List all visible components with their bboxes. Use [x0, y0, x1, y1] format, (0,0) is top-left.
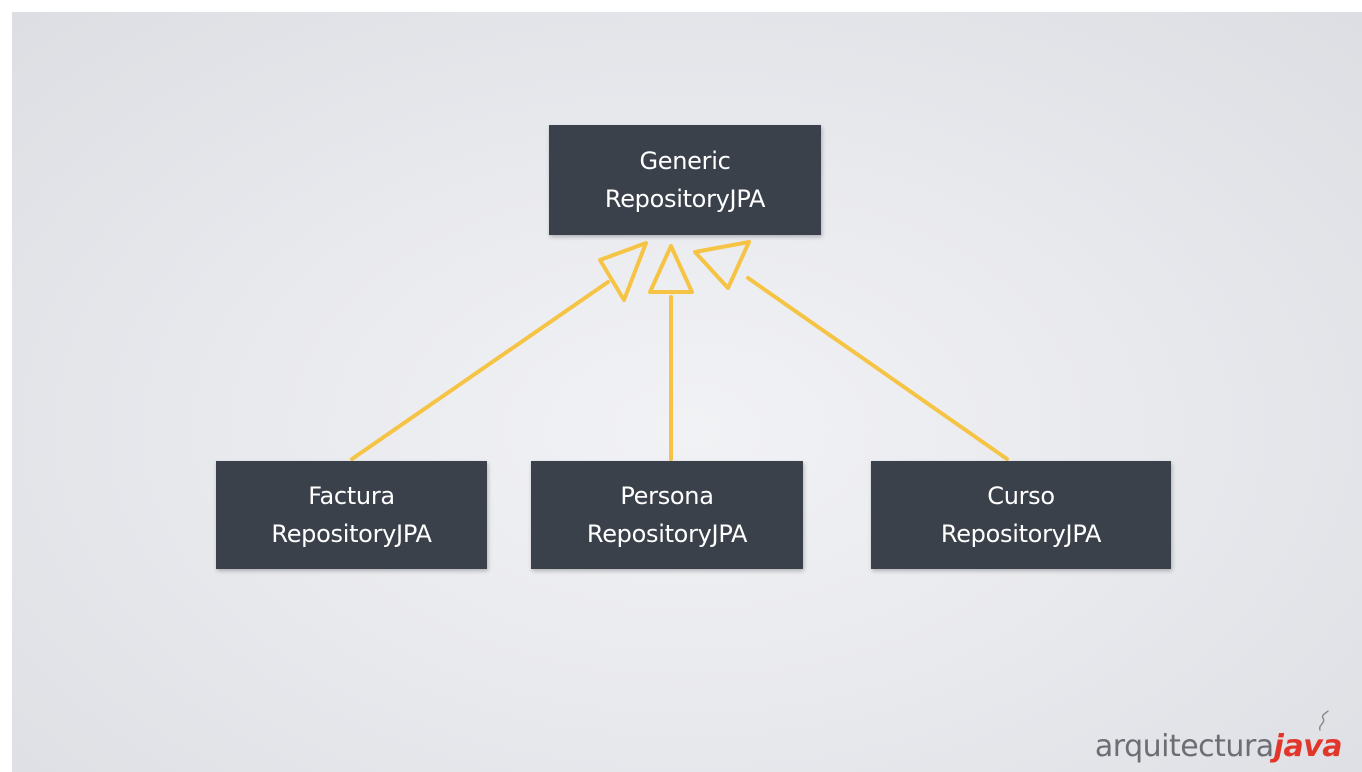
generic-repository-line1: Generic [639, 147, 731, 175]
persona-repository-box: Persona RepositoryJPA [531, 461, 803, 569]
logo-text-java: java [1273, 729, 1343, 764]
inheritance-connectors [350, 240, 1009, 461]
factura-repository-line1: Factura [308, 482, 395, 510]
arquitectura-java-logo: arquitecturajava [1094, 729, 1343, 764]
arrowhead-curso [693, 240, 751, 290]
connector-factura [350, 280, 610, 461]
generic-repository-box: Generic RepositoryJPA [549, 125, 821, 235]
slide: Generic RepositoryJPA Factura Repository… [12, 12, 1362, 772]
persona-repository-line2: RepositoryJPA [586, 520, 748, 548]
curso-repository-box: Curso RepositoryJPA [871, 461, 1171, 569]
factura-repository-box: Factura RepositoryJPA [216, 461, 487, 569]
connector-curso [746, 276, 1009, 461]
curso-repository-line1: Curso [987, 482, 1055, 510]
curso-repository-line2: RepositoryJPA [940, 520, 1102, 548]
persona-repository-line1: Persona [620, 482, 714, 510]
arrowhead-persona [648, 244, 694, 294]
logo-text-arquitectura: arquitectura [1094, 729, 1274, 764]
generic-repository-line2: RepositoryJPA [604, 185, 766, 213]
logo-steam-icon [1318, 710, 1329, 731]
arrowhead-factura [598, 241, 648, 302]
factura-repository-line2: RepositoryJPA [271, 520, 432, 548]
